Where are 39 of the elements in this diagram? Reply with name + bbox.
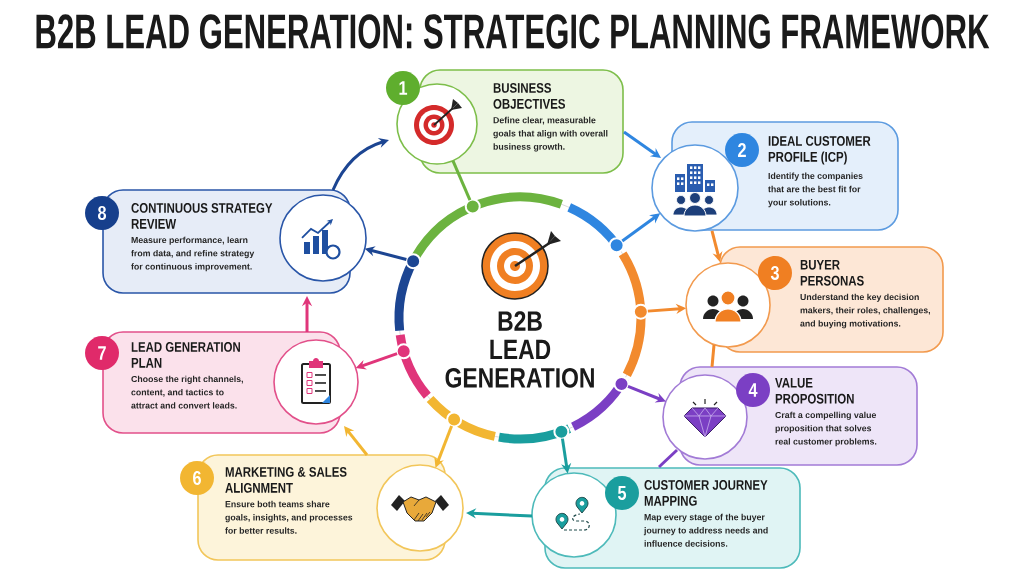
step-description: Measure performance, learn from data, and refine strategy for continuous improvement. bbox=[131, 236, 255, 272]
step-description: Choose the right channels, content, and tactics to attract and convert leads. bbox=[131, 375, 243, 409]
step-description: Identify the companies that are the best fit for your solutions. bbox=[768, 172, 863, 208]
arrow bbox=[331, 138, 389, 191]
step-title: CONTINUOUS STRATEGY REVIEW bbox=[131, 203, 273, 229]
step-description: Craft a compelling value proposition that solves real customer problems. bbox=[775, 411, 877, 447]
step-title: VALUE PROPOSITION bbox=[775, 378, 854, 404]
connector-line bbox=[451, 160, 472, 201]
number-badge: 4 bbox=[736, 373, 770, 407]
step-description: Map every stage of the buyer journey to address needs and influence decisions. bbox=[643, 513, 768, 547]
number-badge: 1 bbox=[386, 71, 420, 105]
step-card bbox=[85, 189, 367, 294]
step-title: BUYER PERSONAS bbox=[800, 260, 864, 286]
arrow bbox=[344, 426, 369, 456]
number-badge: 8 bbox=[85, 196, 119, 230]
step-description: Ensure both teams share goals, insights, and processes for better results. bbox=[225, 500, 353, 534]
step-card bbox=[531, 467, 801, 569]
step-description: Understand the key decision makers, their roles, challenges, and buying motivations. bbox=[800, 293, 930, 329]
step-title: CUSTOMER JOURNEY MAPPING bbox=[644, 479, 768, 506]
arrow bbox=[623, 130, 661, 158]
number-badge: 3 bbox=[758, 256, 792, 290]
connector-line bbox=[710, 344, 716, 368]
step-title: BUSINESS OBJECTIVES bbox=[493, 83, 565, 109]
number-badge: 7 bbox=[85, 336, 119, 370]
number-badge: 5 bbox=[605, 476, 639, 510]
step-card bbox=[180, 454, 464, 561]
step-card bbox=[85, 331, 359, 434]
step-card bbox=[662, 366, 918, 466]
step-card bbox=[386, 69, 624, 174]
connector-line bbox=[657, 448, 679, 469]
step-description: Define clear, measurable goals that align with overall business growth. bbox=[493, 116, 608, 152]
step-card bbox=[651, 121, 899, 232]
step-title: LEAD GENERATION PLAN bbox=[131, 342, 240, 368]
step-card bbox=[685, 246, 944, 353]
step-title: MARKETING & SALES ALIGNMENT bbox=[225, 466, 347, 493]
title: B2B LEAD GENERATION: STRATEGIC PLANNING FRAMEWORK bbox=[36, 14, 990, 49]
step-title: IDEAL CUSTOMER PROFILE (ICP) bbox=[768, 136, 871, 165]
number-badge: 6 bbox=[180, 461, 214, 495]
number-badge: 2 bbox=[725, 133, 759, 167]
